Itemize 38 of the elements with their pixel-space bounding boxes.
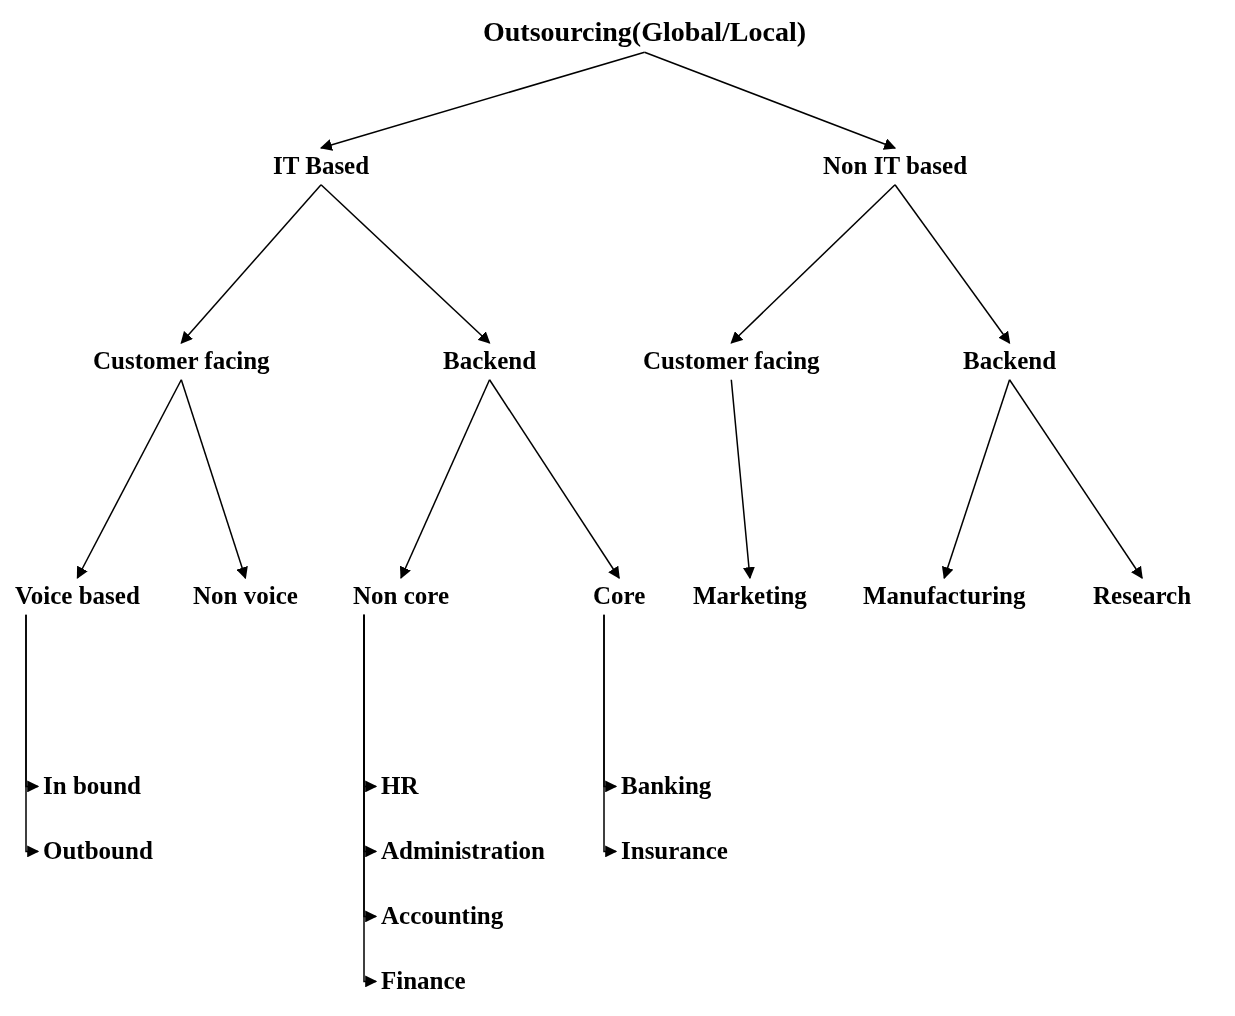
node-label: Backend bbox=[960, 345, 1060, 378]
node-label: Outbound bbox=[40, 835, 156, 868]
node-label: Marketing bbox=[690, 580, 810, 613]
node-label: IT Based bbox=[270, 150, 373, 183]
arrow bbox=[76, 379, 183, 580]
arrow bbox=[319, 51, 646, 151]
node-label: HR bbox=[378, 770, 422, 803]
node-label: Research bbox=[1090, 580, 1195, 613]
arrow bbox=[25, 614, 40, 858]
arrow bbox=[320, 184, 491, 344]
arrow bbox=[1008, 379, 1143, 579]
node-label: Customer facing bbox=[90, 345, 273, 378]
arrow bbox=[894, 184, 1011, 344]
node-label: Accounting bbox=[378, 900, 507, 933]
arrow bbox=[363, 614, 378, 988]
node-label: Non core bbox=[350, 580, 453, 613]
node-label: Backend bbox=[440, 345, 540, 378]
node-label: Manufacturing bbox=[860, 580, 1029, 613]
arrow bbox=[488, 379, 620, 579]
node-label: Voice based bbox=[12, 580, 143, 613]
node-label: Customer facing bbox=[640, 345, 823, 378]
node-label: Finance bbox=[378, 965, 469, 998]
root-label: Outsourcing(Global/Local) bbox=[480, 14, 810, 51]
arrow bbox=[941, 379, 1011, 580]
node-label: Banking bbox=[618, 770, 715, 803]
node-label: Non voice bbox=[190, 580, 301, 613]
node-label: Core bbox=[590, 580, 649, 613]
arrow bbox=[730, 184, 896, 344]
arrow bbox=[180, 379, 248, 580]
arrow bbox=[730, 379, 755, 580]
arrow bbox=[643, 51, 897, 150]
node-label: In bound bbox=[40, 770, 144, 803]
arrow bbox=[603, 614, 618, 858]
arrow bbox=[399, 379, 491, 580]
arrow bbox=[180, 184, 322, 344]
node-label: Insurance bbox=[618, 835, 731, 868]
node-label: Non IT based bbox=[820, 150, 971, 183]
node-label: Administration bbox=[378, 835, 548, 868]
